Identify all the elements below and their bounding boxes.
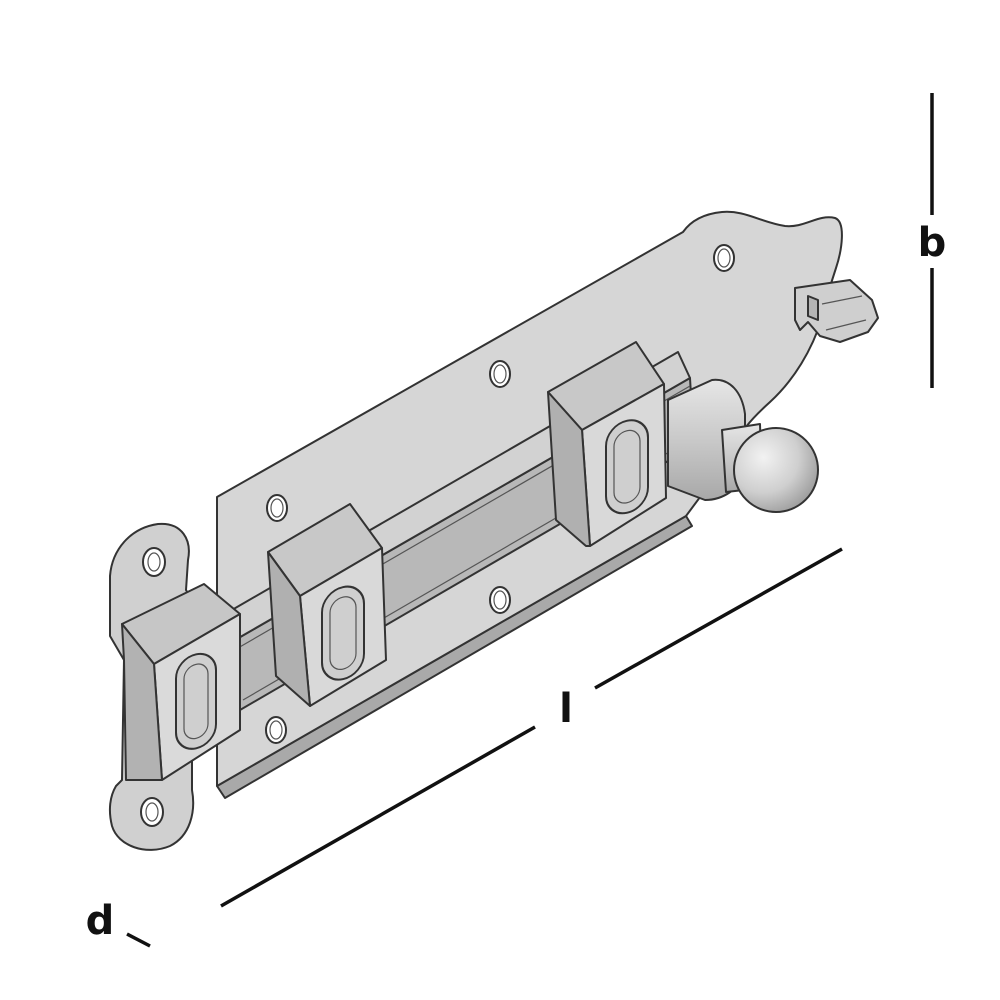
end-catch-body [794,279,879,343]
keeper-plate [108,522,241,851]
keeper-screw-hole-rim [145,802,159,822]
dimension-b: b [918,93,947,388]
dimension-b-label: b [918,220,947,266]
screw-hole-rim [493,590,507,610]
guide-bracket-middle [267,503,387,707]
screw-hole-rim [270,498,284,518]
bracket-middle-left-flange [267,551,311,707]
screw-hole-rim [269,720,283,740]
screw-hole-icon [266,494,288,522]
keeper-screw-hole-icon [142,547,166,577]
screw-hole-icon [265,716,287,744]
dimension-l-line-lower [220,725,536,908]
dimension-l-label: l [559,686,573,732]
bracket-middle-slot-icon [321,585,365,681]
guide-bracket-right [547,341,667,547]
bracket-right-slot-inner [613,429,641,504]
bolt-knob[interactable] [667,378,819,513]
plate-screw-holes [265,244,735,744]
end-catch-fold [821,295,867,331]
keeper-screw-hole-rim [147,552,161,572]
keeper-slot-icon [175,652,217,750]
keeper-slot-inner [183,663,209,740]
screw-hole-rim [717,248,731,268]
screw-hole-rim [493,364,507,384]
bracket-right-slot-icon [605,419,649,515]
knob-ball [733,427,819,513]
dimension-l: l [220,547,843,908]
screw-hole-icon [489,586,511,614]
bracket-right-left-flange [547,391,591,547]
bracket-middle-slot-inner [329,596,357,670]
screw-hole-icon [489,360,511,388]
screw-hole-icon [713,244,735,272]
keeper-screw-hole-icon [140,797,164,827]
dimension-l-line-upper [594,547,843,690]
end-catch-slot [807,295,819,321]
end-catch [794,279,879,343]
keeper-side [121,623,163,781]
dimension-d-label: d [86,898,115,944]
dimension-d-line [126,932,151,948]
dimension-d: d [86,898,151,948]
